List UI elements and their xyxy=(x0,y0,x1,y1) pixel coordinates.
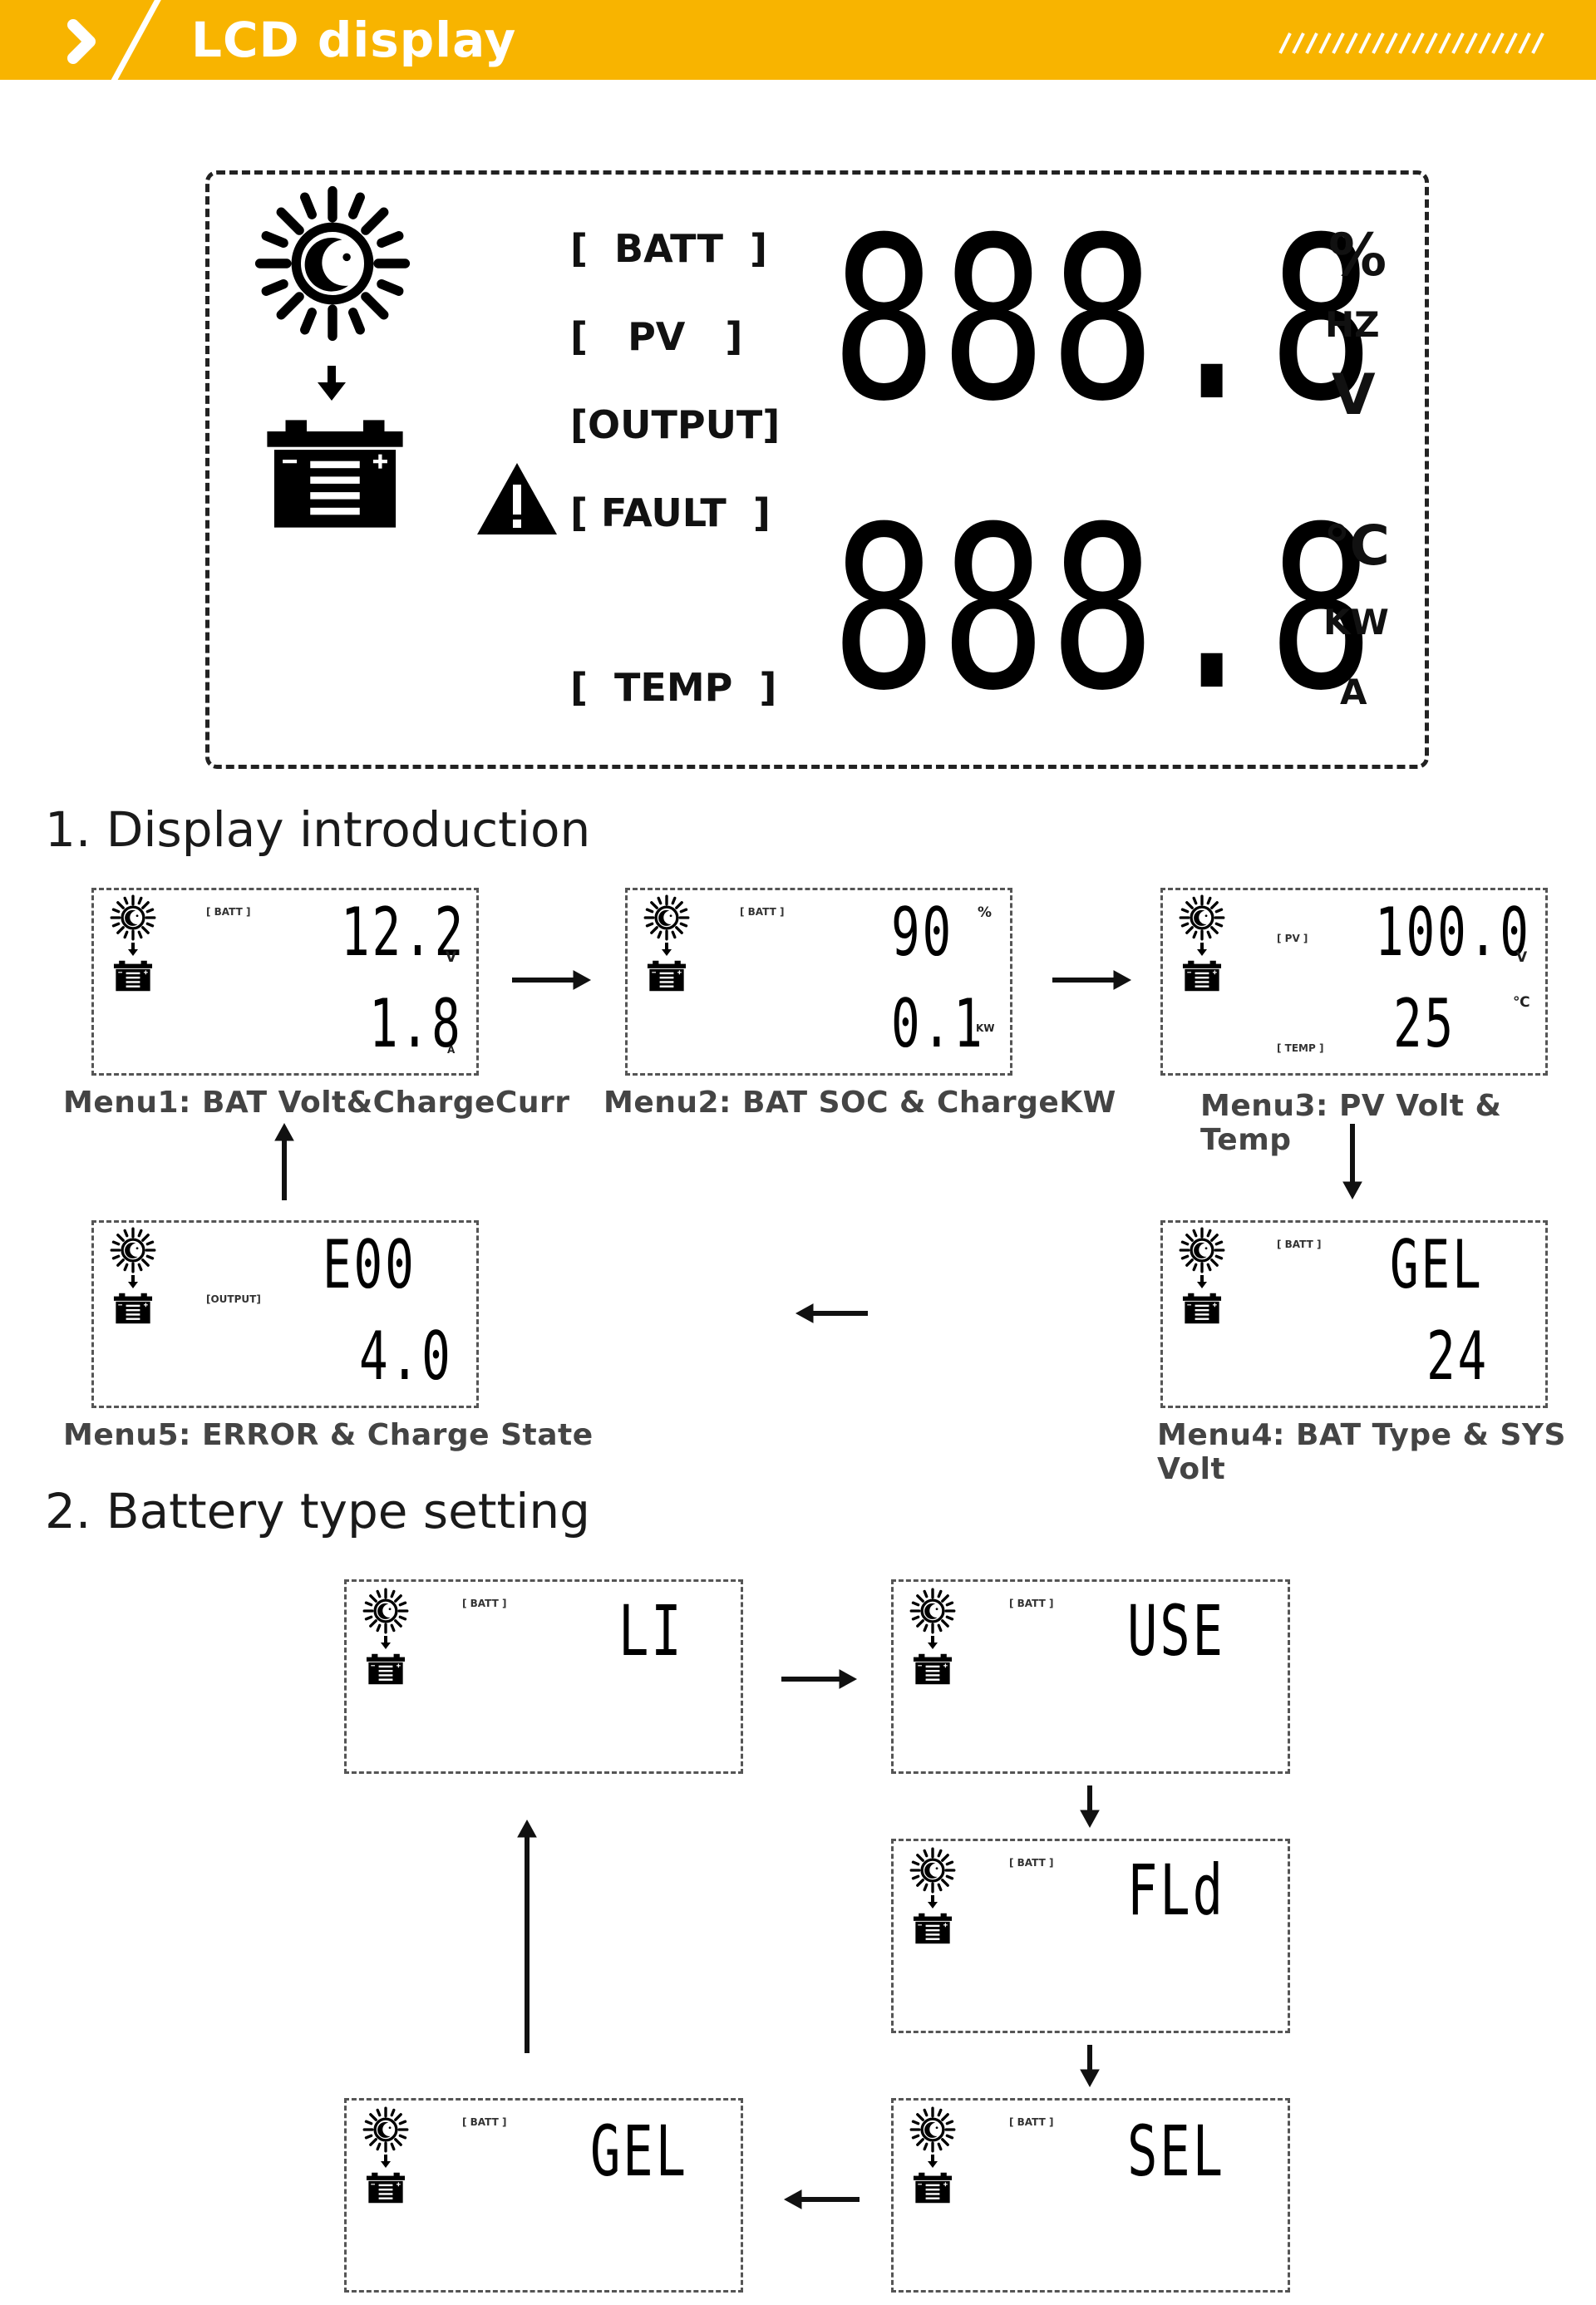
battery-type-gel-screen xyxy=(344,2098,743,2293)
label-fault: [ FAULT ] xyxy=(570,490,771,535)
sun-battery-icon xyxy=(908,2106,958,2206)
battery-type-li-screen xyxy=(344,1579,743,1774)
menu3-bottom-unit: ℃ xyxy=(1513,994,1530,1011)
battery-icon xyxy=(267,420,403,528)
use-tag: [ BATT ] xyxy=(1009,1598,1054,1609)
fld-value: FLd xyxy=(1127,1849,1225,1931)
menu5-top-value: E00 xyxy=(323,1226,416,1303)
sun-battery-icon xyxy=(1177,1227,1227,1327)
battery-type-fld-screen xyxy=(891,1839,1290,2033)
menu4-top-value: GEL xyxy=(1390,1226,1484,1303)
menu1-screen xyxy=(91,888,479,1076)
section2-title: 2. Battery type setting xyxy=(45,1483,590,1539)
menu3-screen xyxy=(1160,888,1548,1076)
chevron-right-icon xyxy=(67,19,96,64)
label-output: [OUTPUT] xyxy=(570,402,781,447)
sun-battery-icon xyxy=(361,2106,411,2206)
menu2-caption: Menu2: BAT SOC & ChargeKW xyxy=(603,1086,1116,1120)
menu5-caption: Menu5: ERROR & Charge State xyxy=(63,1418,594,1452)
menu1-bottom-unit: A xyxy=(447,1044,456,1056)
menu5-bottom-value: 4.0 xyxy=(359,1317,453,1395)
li-value: LI xyxy=(618,1590,684,1672)
menu4-bottom-value: 24 xyxy=(1426,1317,1490,1395)
unit-celsius: ℃ xyxy=(1323,514,1390,578)
menu1-tag: [ BATT ] xyxy=(206,906,251,918)
menu5-tag: [OUTPUT] xyxy=(206,1293,261,1305)
battery-type-use-screen xyxy=(891,1579,1290,1774)
menu1-top-unit: V xyxy=(446,949,457,966)
arrow-down-icon xyxy=(318,366,346,401)
gel-tag: [ BATT ] xyxy=(462,2116,507,2128)
header-title: LCD display xyxy=(191,12,517,68)
menu3-top-unit: V xyxy=(1516,949,1528,966)
sun-battery-icon xyxy=(361,1588,411,1687)
li-tag: [ BATT ] xyxy=(462,1598,507,1609)
menu2-screen xyxy=(625,888,1012,1076)
section1-title: 1. Display introduction xyxy=(45,801,591,858)
menu3-bottom-value: 25 xyxy=(1393,985,1456,1062)
sun-battery-icon xyxy=(908,1847,958,1947)
menu3-tag: [ PV ] xyxy=(1277,933,1308,944)
menu4-screen xyxy=(1160,1220,1548,1408)
section2-arrows xyxy=(517,1669,1100,2209)
menu2-bottom-unit: KW xyxy=(976,1022,995,1034)
arrow-right-icon xyxy=(512,970,592,990)
unit-v: V xyxy=(1332,362,1376,428)
sun-battery-icon xyxy=(108,1227,158,1327)
arrow-up-icon xyxy=(274,1122,294,1200)
sel-value: SEL xyxy=(1127,2110,1225,2192)
arrow-up-icon xyxy=(517,1819,537,2053)
label-temp: [ TEMP ] xyxy=(570,665,777,710)
use-value: USE xyxy=(1127,1590,1225,1672)
fld-tag: [ BATT ] xyxy=(1009,1857,1054,1869)
menu4-tag: [ BATT ] xyxy=(1277,1239,1322,1250)
menu1-top-value: 12.2 xyxy=(341,894,466,971)
menu1-caption: Menu1: BAT Volt&ChargeCurr xyxy=(63,1086,570,1120)
sun-moon-icon xyxy=(254,185,411,342)
sel-tag: [ BATT ] xyxy=(1009,2116,1054,2128)
menu1-bottom-value: 1.8 xyxy=(369,985,463,1062)
gel-value: GEL xyxy=(590,2110,688,2192)
top-segment-digits: 888.8 xyxy=(831,189,1378,451)
arrow-down-icon xyxy=(1080,2045,1100,2088)
arrow-right-icon xyxy=(1052,970,1132,990)
unit-a: A xyxy=(1340,672,1367,712)
battery-type-sel-screen xyxy=(891,2098,1290,2293)
menu2-tag: [ BATT ] xyxy=(740,906,785,918)
menu3-tag2: [ TEMP ] xyxy=(1277,1042,1324,1054)
sun-battery-icon xyxy=(108,894,158,994)
unit-kw: KW xyxy=(1323,602,1389,643)
unit-hz: HZ xyxy=(1325,304,1380,345)
menu2-top-unit: % xyxy=(978,904,993,921)
arrow-down-icon xyxy=(1080,1785,1100,1829)
sun-battery-icon xyxy=(642,894,692,994)
header-banner: LCD display xyxy=(0,0,1596,91)
label-pv: [ PV ] xyxy=(570,314,743,359)
menu4-caption: Menu4: BAT Type & SYS Volt xyxy=(1157,1418,1566,1486)
sun-battery-icon xyxy=(1177,894,1227,994)
header-background xyxy=(0,0,1596,91)
arrow-right-icon xyxy=(781,1669,858,1689)
sun-battery-icon xyxy=(908,1588,958,1687)
bottom-segment-digits: 888.8 xyxy=(831,478,1378,740)
menu2-bottom-value: 0.1 xyxy=(891,985,985,1062)
arrow-left-icon xyxy=(783,2189,860,2209)
menu5-screen xyxy=(91,1220,479,1408)
unit-percent: % xyxy=(1328,221,1387,289)
main-lcd-frame xyxy=(205,170,1429,769)
arrow-left-icon xyxy=(795,1303,868,1323)
label-batt: [ BATT ] xyxy=(570,226,768,271)
menu2-top-value: 90 xyxy=(891,894,954,971)
menu3-top-value: 100.0 xyxy=(1375,894,1531,971)
menu3-caption: Menu3: PV Volt & Temp xyxy=(1200,1089,1502,1157)
warning-icon xyxy=(477,463,557,534)
